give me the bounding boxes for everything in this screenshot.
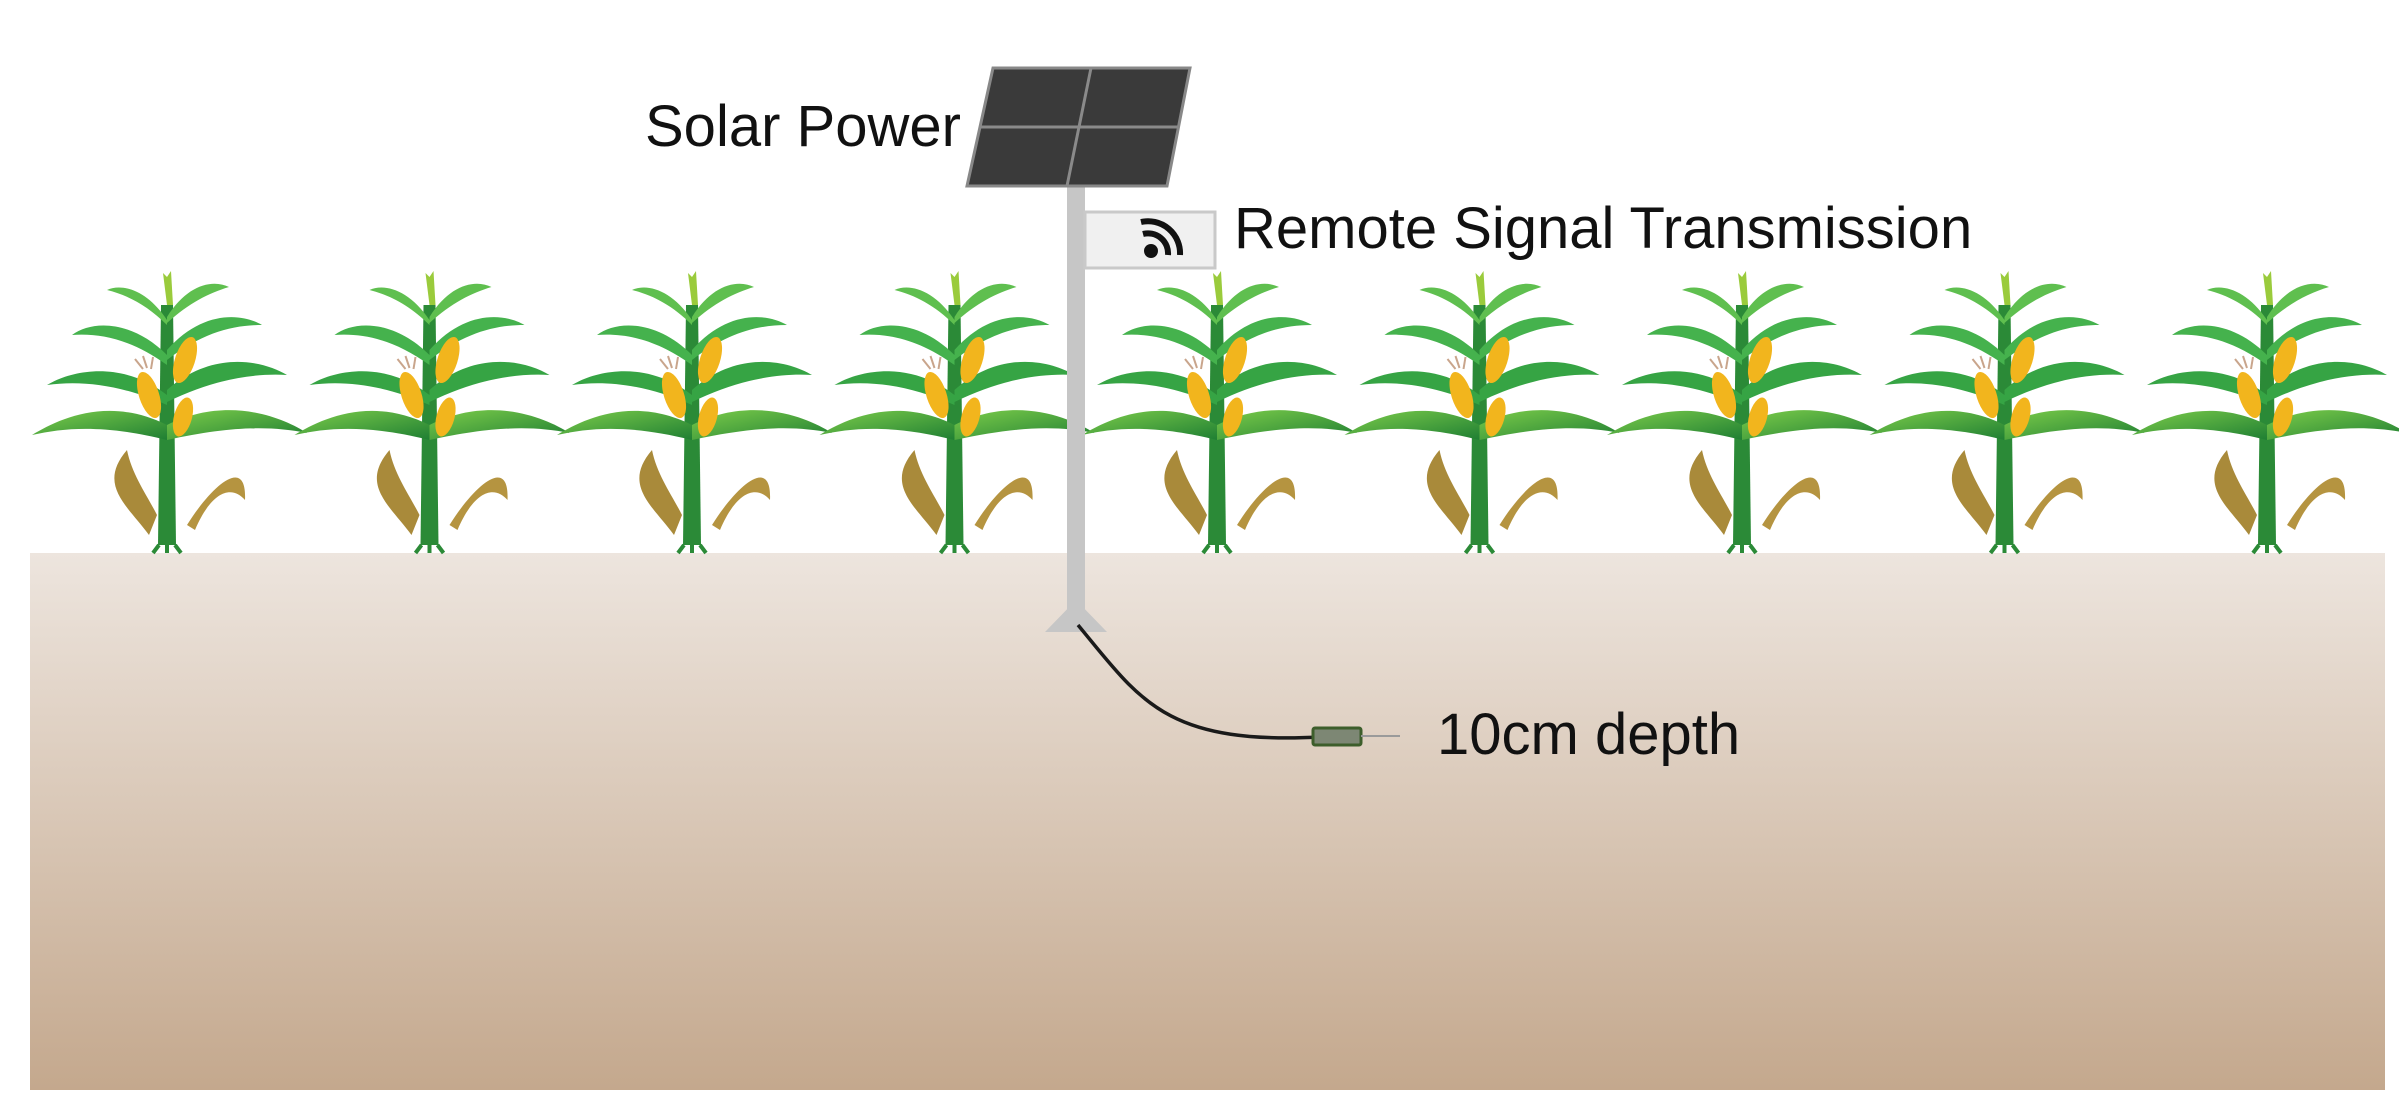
corn-plant-icon [1867, 269, 2147, 555]
corn-plant-icon [817, 269, 1097, 555]
remote-signal-label: Remote Signal Transmission [1234, 196, 1973, 261]
corn-plant-icon [30, 269, 309, 555]
plants-row [30, 269, 2399, 555]
sensor-station [965, 66, 1400, 747]
wifi-signal-icon [1083, 210, 1217, 270]
station-pole [1067, 180, 1085, 610]
corn-plant-icon [2130, 269, 2399, 555]
solar-power-label: Solar Power [645, 94, 961, 159]
soil-sensor-icon [1311, 726, 1400, 747]
corn-plant-icon [1342, 269, 1622, 555]
pole-base [1045, 600, 1107, 632]
corn-plant-icon [1605, 269, 1884, 555]
sensor-cable [1076, 623, 1321, 740]
soil-layer [30, 553, 2385, 1090]
corn-plant-icon [292, 269, 572, 555]
solar-panel-icon [965, 66, 1192, 188]
sensor-depth-label: 10cm depth [1437, 702, 1741, 767]
corn-plant-icon [555, 269, 834, 555]
corn-plant-icon [1080, 269, 1359, 555]
